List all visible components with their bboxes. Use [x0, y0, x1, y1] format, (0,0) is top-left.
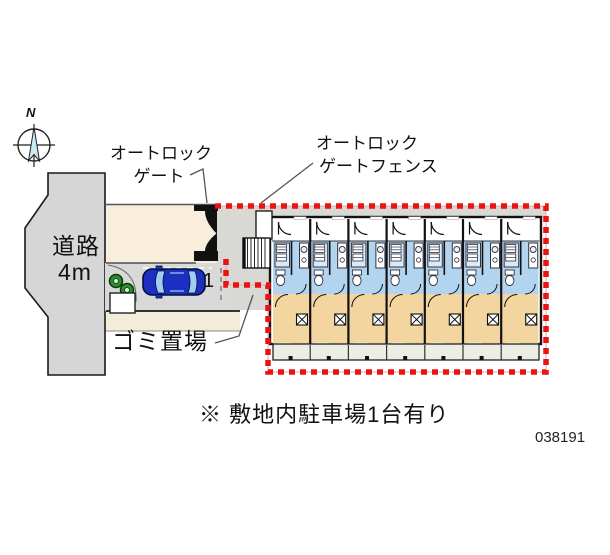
fence-leader — [260, 162, 314, 204]
autolock-gate-icon — [194, 205, 218, 261]
north-compass-icon — [13, 124, 55, 167]
entry-alcove — [255, 210, 273, 240]
car-icon — [142, 265, 206, 299]
plan-id: 038191 — [535, 429, 586, 446]
road-label: 道路 — [52, 233, 100, 259]
road-width-label: 4m — [58, 259, 92, 285]
leader-lines — [189, 162, 314, 344]
planting-corner — [107, 264, 137, 314]
garbage-leader — [214, 294, 254, 344]
building — [242, 210, 543, 361]
fence-label-line1: オートロック — [316, 134, 418, 153]
road-area — [24, 172, 106, 376]
fence-label-line2: ゲートフェンス — [319, 157, 438, 176]
gate-label-line2: ゲート — [133, 167, 185, 186]
parking-note: ※ 敷地内駐車場1台有り — [199, 402, 450, 427]
building-walls — [309, 219, 503, 344]
autolock-fence-line — [215, 203, 549, 375]
garbage-box — [109, 292, 136, 314]
staircase — [242, 237, 271, 269]
gate-label-line1: オートロック — [110, 144, 212, 163]
balcony-dividers — [288, 345, 522, 360]
gate-leader — [189, 168, 208, 204]
garbage-label: ゴミ置場 — [112, 328, 208, 354]
parking-space-number: 1 — [203, 270, 215, 292]
north-label: N — [26, 105, 36, 120]
